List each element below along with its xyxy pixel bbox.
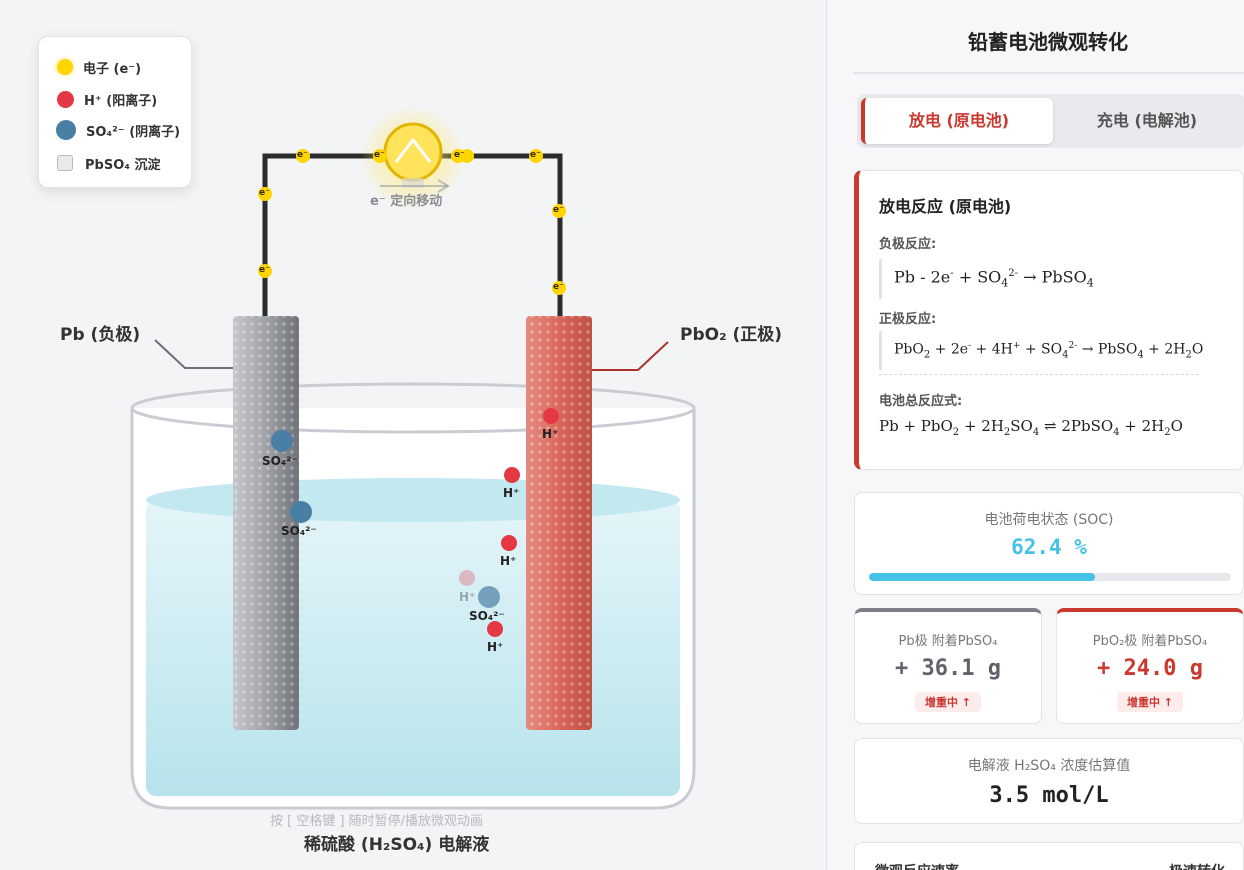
electron-label: e⁻ [297,150,308,160]
soc-progress-fill [869,573,1095,581]
proton-label: H⁺ [487,640,504,654]
soc-card: 电池荷电状态 (SOC) 62.4 % [854,492,1244,595]
sulfate-ion-label: SO₄²⁻ [281,524,317,538]
battery-diagram [130,106,696,810]
divider [879,374,1199,375]
proton-dot-icon [57,90,74,108]
pbo2-mass-value: + 24.0 g [1097,656,1203,681]
legend-item-proton: H⁺ (阳离子) [57,89,157,109]
proton-label: H⁺ [500,554,517,568]
sulfate-dot-icon [56,120,76,140]
legend-label: 电子 (e⁻) [83,61,142,77]
legend-label: SO₄²⁻ (阴离子) [86,124,181,140]
pause-hint: 按 [ 空格键 ] 随时暂停/播放微观动画 [270,814,484,829]
tab-charge[interactable]: 充电 (电解池) [1096,111,1198,130]
reaction-speed-card: 微观反应速率 极速转化 [854,842,1244,870]
electron-flow-label: e⁻ 定向移动 [370,194,443,209]
panel-title: 铅蓄电池微观转化 [968,30,1128,54]
legend-item-precipitate: PbSO₄ 沉淀 [57,153,160,173]
sulfate-ion-label: SO₄²⁻ [469,609,505,623]
concentration-label: 电解液 H₂SO₄ 浓度估算值 [967,758,1131,774]
reaction-heading: 放电反应 (原电池) [879,197,1012,216]
soc-progress-bar [869,573,1231,581]
pb-status-badge: 增重中 ↑ [914,692,982,712]
legend-label: PbSO₄ 沉淀 [85,157,161,173]
speed-label: 微观反应速率 [875,861,959,870]
legend: 电子 (e⁻) H⁺ (阳离子) SO₄²⁻ (阴离子) PbSO₄ 沉淀 [38,36,192,188]
legend-item-sulfate: SO₄²⁻ (阴离子) [56,120,181,140]
electron-label: e⁻ [553,282,564,292]
ion-particles [271,408,559,637]
pbo2-status-badge: 增重中 ↑ [1116,692,1184,712]
pb-mass-value: + 36.1 g [895,656,1001,681]
total-equation: Pb + PbO2 + 2H2SO4 ⇌ 2PbSO4 + 2H2O [879,417,1183,438]
total-label: 电池总反应式: [879,394,963,409]
precipitate-square-icon [57,155,73,171]
proton-label: H⁺ [503,486,520,500]
electron-particles [258,149,566,295]
electron-label: e⁻ [530,150,541,160]
electrolyte-label: 稀硫酸 (H₂SO₄) 电解液 [304,835,490,855]
info-panel: 铅蓄电池微观转化 放电 (原电池) 充电 (电解池) 放电反应 (原电池) 负极… [826,0,1244,870]
tab-discharge[interactable]: 放电 (原电池) [861,98,1053,144]
sulfate-ion-label: SO₄²⁻ [262,454,298,468]
cathode-label: PbO₂ (正极) [680,325,782,345]
light-bulb-icon [383,122,443,182]
negative-label: 负极反应: [879,237,937,252]
positive-equation: PbO2 + 2e- + 4H+ + SO42- → PbSO4 + 2H2O [879,331,1203,371]
concentration-value: 3.5 mol/L [989,783,1109,808]
electron-dot-icon [57,59,73,75]
legend-label: H⁺ (阳离子) [84,93,158,109]
positive-label: 正极反应: [879,312,937,327]
electron-label: e⁻ [374,150,385,160]
electron-label: e⁻ [454,150,465,160]
negative-equation: Pb - 2e- + SO42- → PbSO4 [879,259,1094,299]
legend-item-electron: 电子 (e⁻) [57,57,141,77]
pb-mass-label: Pb极 附着PbSO₄ [898,634,998,649]
proton-label: H⁺ [459,590,476,604]
mode-tabs: 放电 (原电池) 充电 (电解池) [857,94,1244,148]
concentration-card: 电解液 H₂SO₄ 浓度估算值 3.5 mol/L [854,738,1244,824]
pbo2-mass-label: PbO₂极 附着PbSO₄ [1092,634,1208,649]
soc-label: 电池荷电状态 (SOC) [984,512,1114,528]
proton-label: H⁺ [542,427,559,441]
electron-label: e⁻ [553,205,564,215]
soc-value: 62.4 % [1011,535,1087,559]
pb-mass-card: Pb极 附着PbSO₄ + 36.1 g 增重中 ↑ [854,608,1042,724]
speed-value: 极速转化 [1169,861,1225,870]
reaction-card: 放电反应 (原电池) 负极反应: Pb - 2e- + SO42- → PbSO… [854,170,1244,470]
anode-label: Pb (负极) [60,325,141,345]
electron-label: e⁻ [259,188,270,198]
pbo2-mass-card: PbO₂极 附着PbSO₄ + 24.0 g 增重中 ↑ [1056,608,1244,724]
simulation-stage[interactable]: e⁻ e⁻ e⁻ e⁻ e⁻ e⁻ e⁻ e⁻ e⁻ 定向移动 Pb (负极) … [0,0,826,870]
electron-label: e⁻ [259,265,270,275]
divider [853,72,1244,74]
